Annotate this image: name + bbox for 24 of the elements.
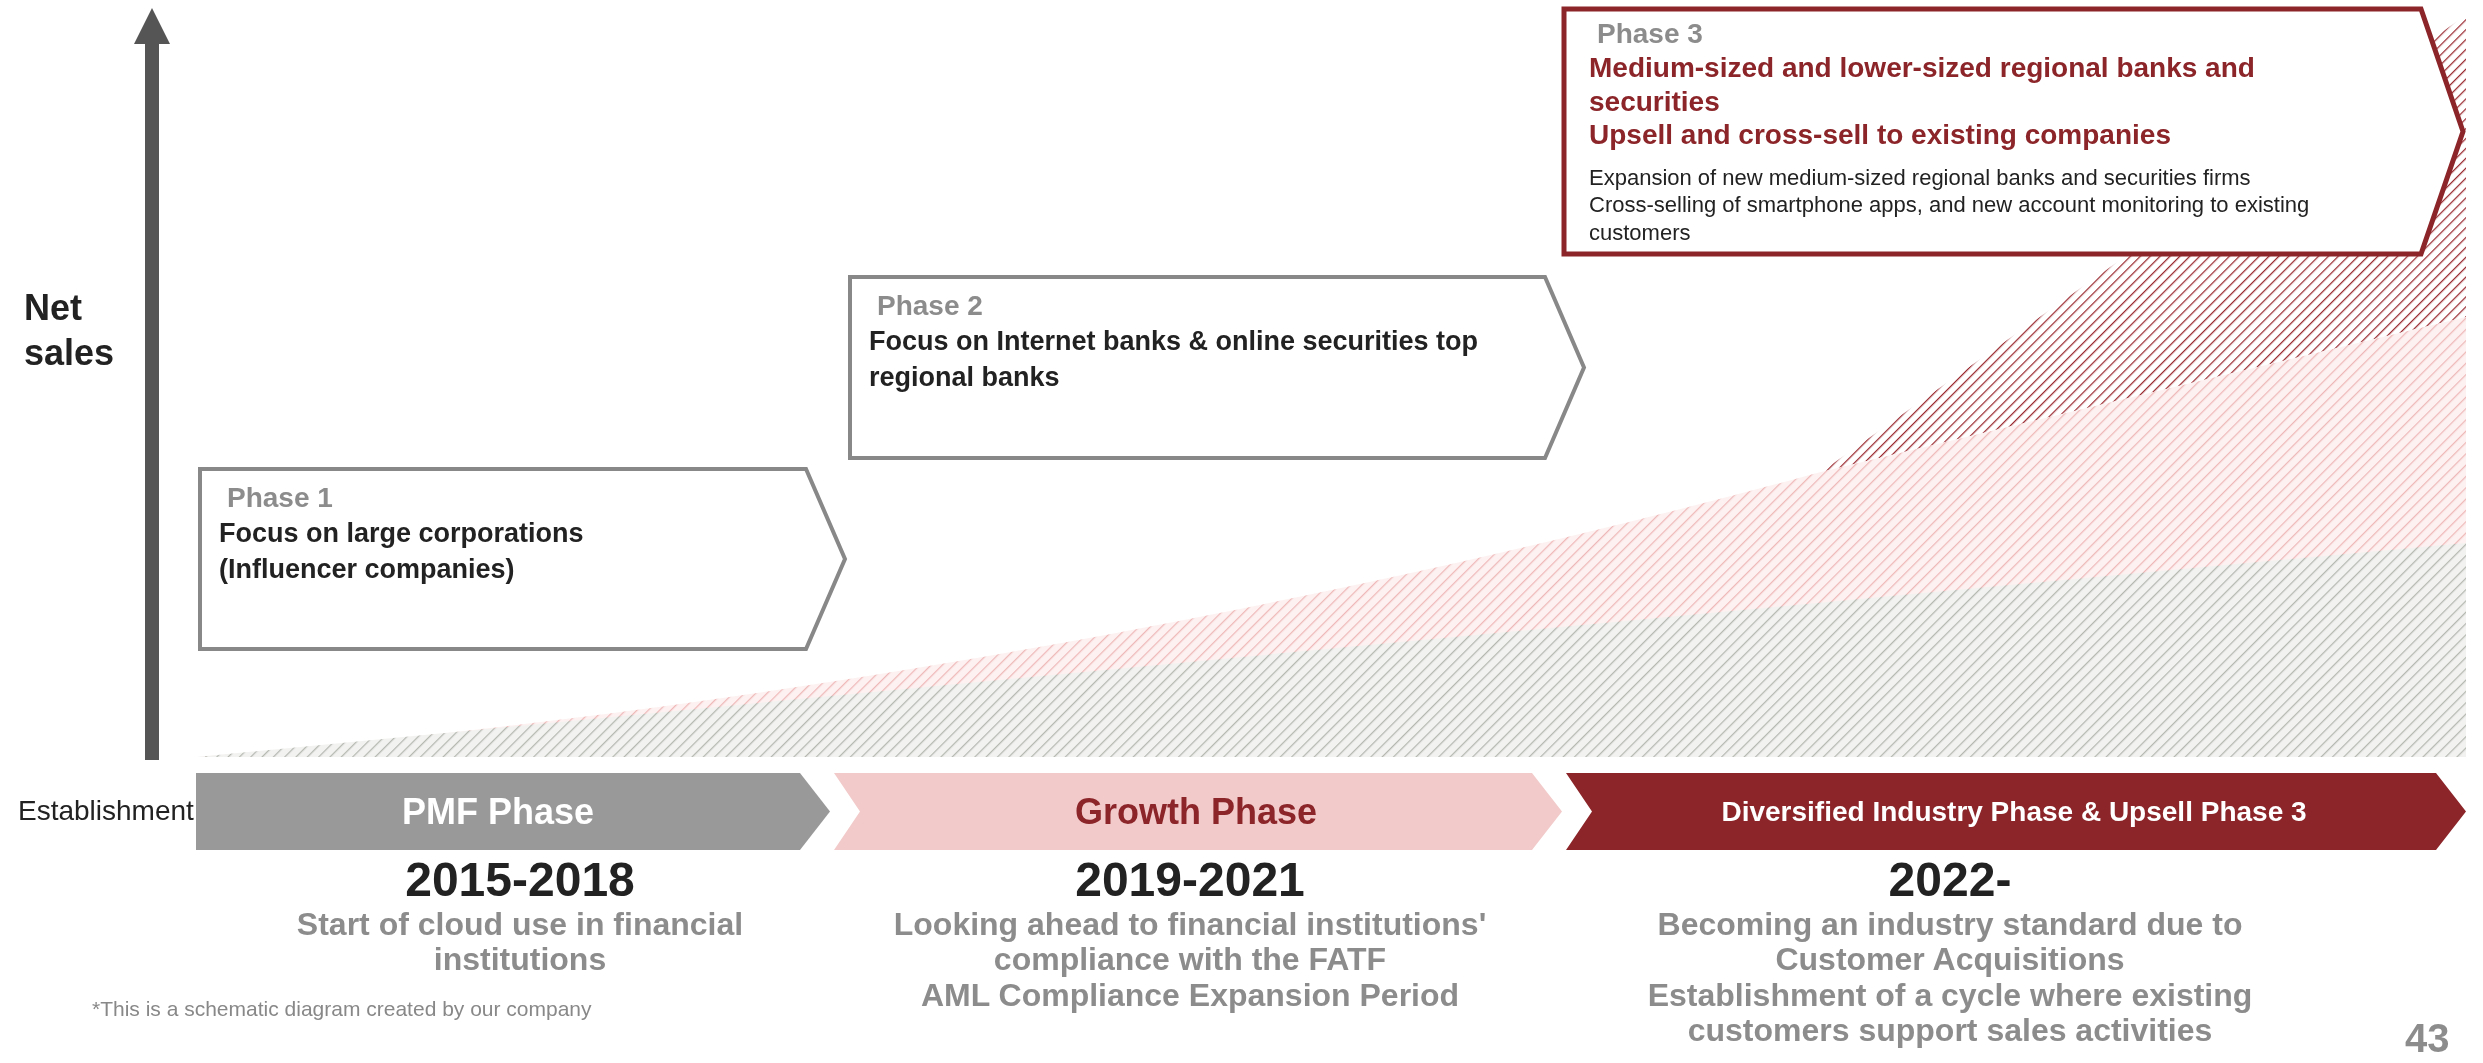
phase-description: Focus on large corporations (Influencer companies) [219, 517, 585, 587]
phase-description: Medium-sized and lower-sized regional banks and securities [1589, 51, 2256, 119]
period-description: AML Compliance Expansion Period [920, 977, 1460, 1013]
phase-description: Upsell and cross-sell to existing companies [1589, 118, 2172, 152]
period-description: Establishment of a cycle where existing customers support sales activities [1646, 977, 2254, 1048]
year-range: 2022- [1888, 852, 2012, 908]
axis-label: Net sales [24, 286, 116, 375]
page-number: 43 [2405, 1015, 2450, 1062]
footnote: *This is a schematic diagram created by our company [92, 996, 592, 1022]
year-range: 2015-2018 [405, 852, 635, 908]
origin-label: Establishment [18, 794, 194, 828]
phase-label: Phase 2 [876, 289, 984, 323]
phase-description: Expansion of new medium-sized regional banks and securities firms [1589, 163, 2252, 192]
phase-label: Phase 3 [1596, 17, 1704, 51]
period-description: Looking ahead to financial institutions' compliance with the FATF [892, 907, 1488, 978]
phase-title: PMF Phase [401, 789, 595, 834]
year-range: 2019-2021 [1075, 852, 1305, 908]
phase-title: Growth Phase [1074, 789, 1318, 834]
phase-title: Diversified Industry Phase & Upsell Phase 3 [1721, 794, 2307, 829]
period-description: Start of cloud use in financial institutions [295, 907, 745, 978]
phase-description: Focus on Internet banks & online securities top regional banks [869, 325, 1480, 395]
period-description: Becoming an industry standard due to Customer Acquisitions [1656, 907, 2244, 978]
phase-label: Phase 1 [226, 481, 334, 515]
phase-description: Cross-selling of smartphone apps, and new account monitoring to existing customers [1589, 191, 2311, 247]
